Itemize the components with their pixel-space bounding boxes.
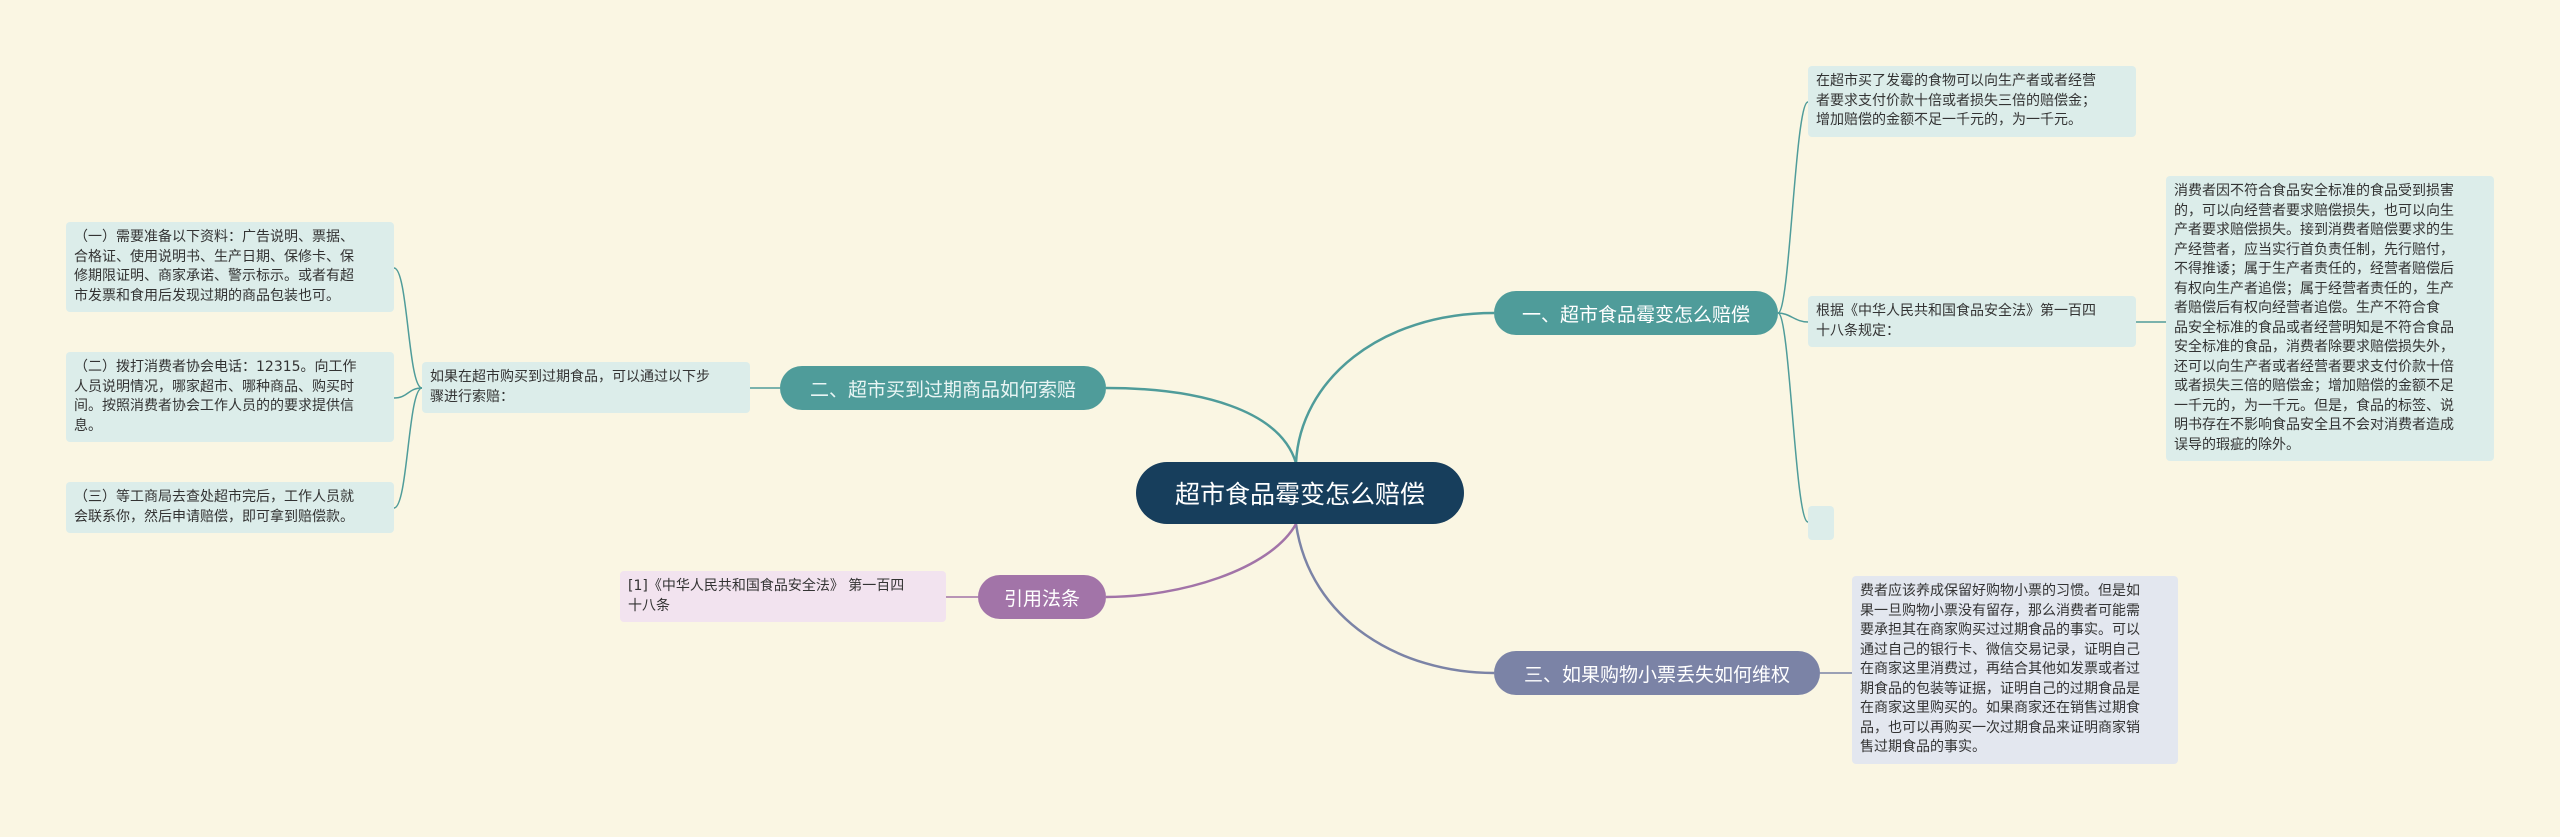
link-root-branch1 <box>1294 311 1495 464</box>
leaf-citation-text: [1]《中华人民共和国食品安全法》 第一百四 十八条 <box>628 578 905 614</box>
leaf-lost-receipt[interactable]: 费者应该养成保留好购物小票的习惯。但是如 果一旦购物小票没有留存，那么消费者可能… <box>1852 576 2178 764</box>
leaf-compensation-summary-text: 在超市买了发霉的食物可以向生产者或者经营 者要求支付价款十倍或者损失三倍的赔偿金… <box>1816 73 2096 128</box>
leaf-law-detail-text: 消费者因不符合食品安全标准的食品受到损害 的，可以向经营者要求赔偿损失，也可以向… <box>2174 183 2454 453</box>
link-root-branch3 <box>1294 523 1495 675</box>
link-branch1-leafa <box>1777 101 1809 314</box>
leaf-step-1[interactable]: （一）需要准备以下资料：广告说明、票据、 合格证、使用说明书、生产日期、保修卡、… <box>66 222 394 312</box>
leaf-step-3[interactable]: （三）等工商局去查处超市完后，工作人员就 会联系你，然后申请赔偿，即可拿到赔偿款… <box>66 482 394 533</box>
root-topic[interactable]: 超市食品霉变怎么赔偿 <box>1136 462 1464 524</box>
leaf-citation[interactable]: [1]《中华人民共和国食品安全法》 第一百四 十八条 <box>620 571 946 622</box>
root-topic-label: 超市食品霉变怎么赔偿 <box>1174 480 1425 509</box>
branch-citation[interactable]: 引用法条 <box>978 575 1106 619</box>
link-root-branch4 <box>1105 523 1298 599</box>
branch-lost-receipt-label: 三、如果购物小票丢失如何维权 <box>1523 663 1790 686</box>
leaf-law-reference[interactable]: 根据《中华人民共和国食品安全法》第一百四 十八条规定： <box>1808 296 2136 347</box>
link-root-branch2 <box>1105 386 1298 464</box>
branch-citation-label: 引用法条 <box>1003 587 1080 610</box>
link-leaf-step2 <box>393 387 423 399</box>
branch-expired-goods[interactable]: 二、超市买到过期商品如何索赔 <box>780 366 1106 410</box>
leaf-step-3-text: （三）等工商局去查处超市完后，工作人员就 会联系你，然后申请赔偿，即可拿到赔偿款… <box>74 489 354 525</box>
branch-compensation-label: 一、超市食品霉变怎么赔偿 <box>1521 303 1750 326</box>
branch-expired-goods-label: 二、超市买到过期商品如何索赔 <box>809 378 1076 401</box>
link-branch1-empty <box>1777 312 1809 523</box>
leaf-law-reference-text: 根据《中华人民共和国食品安全法》第一百四 十八条规定： <box>1816 303 2096 339</box>
leaf-step-2-text: （二）拨打消费者协会电话：12315。向工作 人员说明情况，哪家超市、哪种商品、… <box>74 359 357 434</box>
link-branch1-leafb <box>1777 312 1809 323</box>
link-leaf-step3 <box>393 387 423 509</box>
branch-lost-receipt[interactable]: 三、如果购物小票丢失如何维权 <box>1494 651 1820 695</box>
leaf-step-1-text: （一）需要准备以下资料：广告说明、票据、 合格证、使用说明书、生产日期、保修卡、… <box>74 229 354 304</box>
leaf-claim-steps-text: 如果在超市购买到过期食品，可以通过以下步 骤进行索赔： <box>430 369 710 405</box>
leaf-empty[interactable] <box>1808 506 1834 540</box>
link-leaf-step1 <box>393 267 423 389</box>
leaf-claim-steps[interactable]: 如果在超市购买到过期食品，可以通过以下步 骤进行索赔： <box>422 362 750 413</box>
branch-compensation[interactable]: 一、超市食品霉变怎么赔偿 <box>1494 291 1778 335</box>
leaf-lost-receipt-text: 费者应该养成保留好购物小票的习惯。但是如 果一旦购物小票没有留存，那么消费者可能… <box>1860 583 2140 755</box>
leaf-law-detail[interactable]: 消费者因不符合食品安全标准的食品受到损害 的，可以向经营者要求赔偿损失，也可以向… <box>2166 176 2494 461</box>
leaf-step-2[interactable]: （二）拨打消费者协会电话：12315。向工作 人员说明情况，哪家超市、哪种商品、… <box>66 352 394 442</box>
leaf-compensation-summary[interactable]: 在超市买了发霉的食物可以向生产者或者经营 者要求支付价款十倍或者损失三倍的赔偿金… <box>1808 66 2136 137</box>
